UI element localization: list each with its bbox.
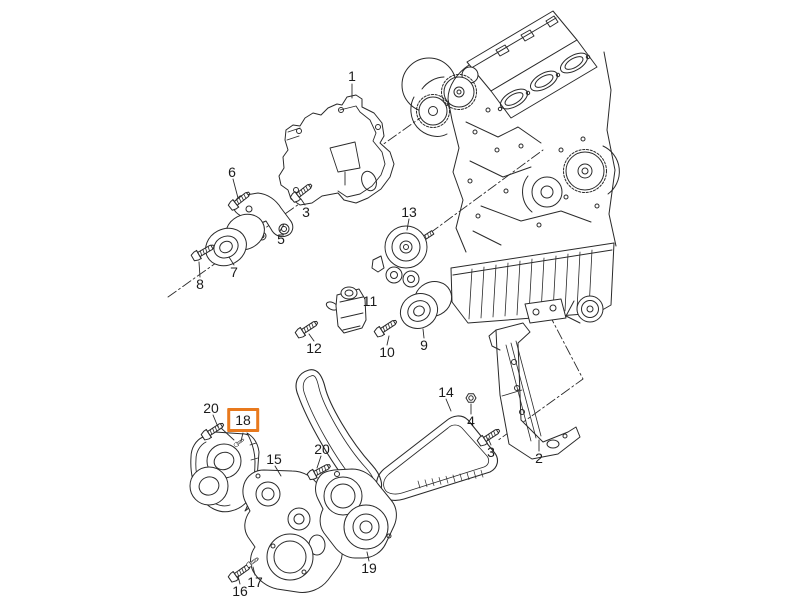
part-9-roller [399, 281, 453, 329]
callout-part-6[interactable]: 6 [228, 164, 236, 180]
part-11-tensioner-damper [325, 286, 367, 334]
callout-part-17[interactable]: 17 [247, 574, 263, 590]
bolt-12 [293, 317, 321, 340]
leader-lines [198, 83, 540, 585]
callout-part-7[interactable]: 7 [230, 264, 238, 280]
callout-part-3[interactable]: 3 [487, 444, 495, 460]
engine-block [401, 10, 620, 324]
callout-part-15[interactable]: 15 [266, 451, 282, 467]
callout-part-2[interactable]: 2 [535, 450, 543, 466]
callout-part-18-selected[interactable]: 18 [227, 408, 259, 432]
callout-part-8[interactable]: 8 [196, 276, 204, 292]
callout-part-20[interactable]: 20 [314, 441, 330, 457]
callout-part-10[interactable]: 10 [379, 344, 395, 360]
nut-4 [465, 393, 477, 403]
callout-part-5[interactable]: 5 [277, 231, 285, 247]
part-13-tensioner-pulley [371, 225, 435, 288]
part-19-timing-cover-right [315, 468, 397, 559]
callout-part-19[interactable]: 19 [361, 560, 377, 576]
fasteners [189, 180, 503, 584]
callout-part-13[interactable]: 13 [401, 204, 417, 220]
callout-part-9[interactable]: 9 [420, 337, 428, 353]
callout-part-14[interactable]: 14 [438, 384, 454, 400]
part-7-roller [205, 213, 265, 267]
callout-part-1[interactable]: 1 [348, 68, 356, 84]
callout-part-12[interactable]: 12 [306, 340, 322, 356]
seal-flange-ring [266, 533, 314, 581]
callout-part-11[interactable]: 11 [362, 293, 378, 309]
callout-part-3[interactable]: 3 [302, 204, 310, 220]
callout-part-16[interactable]: 16 [232, 583, 248, 599]
callout-part-4[interactable]: 4 [467, 413, 475, 429]
part-1-sealing-cover [278, 94, 395, 206]
bolt-10 [372, 316, 400, 339]
callout-part-20[interactable]: 20 [203, 400, 219, 416]
part-18-timing-cover-left [189, 431, 260, 513]
part-2-support-bracket [488, 322, 581, 460]
